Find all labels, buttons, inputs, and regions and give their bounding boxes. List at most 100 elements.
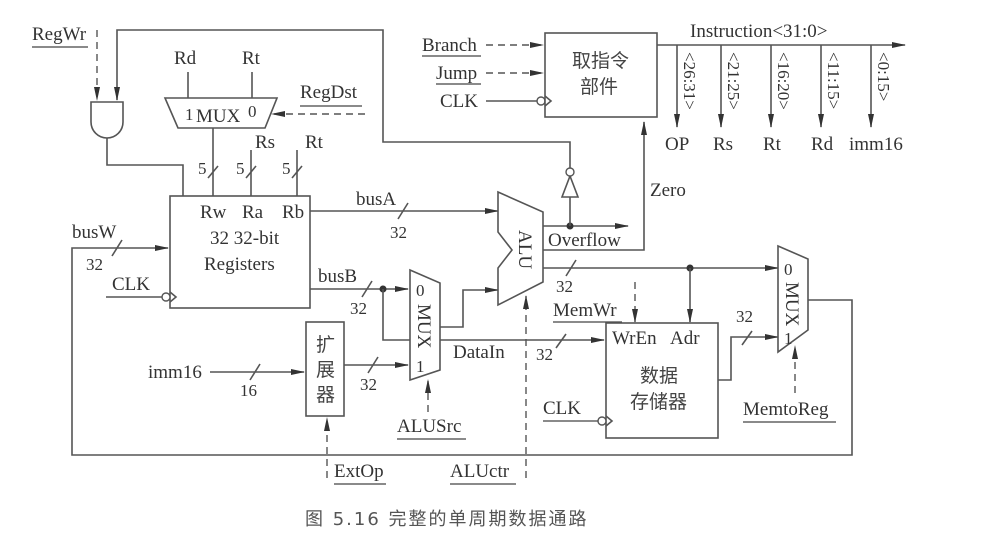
regdst-mux: Rd Rt 1 MUX 0 [163,48,279,129]
svg-text:1: 1 [185,105,194,124]
svg-text:32: 32 [360,375,377,394]
instruction-field-rd: <11:15> Rd [811,45,843,155]
field-name-label: Rt [763,134,782,155]
regwr-signal: RegWr [32,24,100,101]
svg-text:32: 32 [556,277,573,296]
alusrc-mux-output-wire [440,287,499,328]
memwr-label: MemWr [553,300,617,321]
datain-wire: 32 [536,333,567,364]
svg-text:ALU: ALU [514,230,535,269]
svg-text:5: 5 [236,159,245,178]
instruction-bus: Instruction<31:0> [657,21,906,48]
svg-text:1: 1 [784,329,793,348]
aluctr-label: ALUctr [450,461,510,482]
ra-port-label: Ra [242,202,264,223]
jump-signal: Jump [436,63,544,85]
alusrc-mux: 0 MUX 1 [409,268,441,382]
svg-text:0: 0 [416,281,425,300]
instruction-field-rt: <16:20> Rt [763,45,793,155]
busw-wire: busW 32 [71,222,853,456]
extender: 扩 展 器 [305,321,345,417]
busa-label: busA [356,189,396,210]
clk-label-memory: CLK [543,398,581,419]
field-bits-label: <21:25> [724,52,743,110]
field-bits-label: <16:20> [774,52,793,110]
wren-port-label: WrEn [612,328,657,349]
svg-text:数据: 数据 [640,365,678,387]
busb-wire: busB 32 [310,266,605,343]
svg-text:MUX: MUX [196,106,241,127]
busw-label: busW [72,222,116,243]
figure-caption: 图 5.16 完整的单周期数据通路 [305,509,589,530]
svg-text:32: 32 [736,307,753,326]
svg-text:展: 展 [316,359,335,381]
data-memory: WrEn Adr 数据 存储器 [597,322,719,439]
branch-signal: Branch [422,35,544,57]
register-file: Rw Ra Rb 32 32-bit Registers [161,195,311,309]
svg-text:Registers: Registers [204,254,275,275]
svg-text:扩: 扩 [316,334,335,356]
regwr-label: RegWr [32,24,87,45]
and-gate [90,101,124,139]
fetch-clock: CLK [440,91,546,112]
overflow-label: Overflow [548,230,621,251]
rd-label: Rd [174,48,197,69]
and-output-wire [106,138,184,196]
zero-output: Zero [543,121,686,251]
alusrc-label: ALUSrc [397,416,461,437]
extop-signal: ExtOp [324,417,386,485]
instruction-field-op: <26:31>OP [665,45,699,155]
memtoreg-label: MemtoReg [743,399,829,420]
alu-result-wire: 32 [543,259,779,323]
svg-text:部件: 部件 [580,76,618,98]
svg-text:0: 0 [248,102,257,121]
memtoreg-mux-output-wire [808,299,853,302]
alusrc-signal: ALUSrc [397,379,466,440]
field-bits-label: <11:15> [824,52,843,109]
svg-text:0: 0 [784,260,793,279]
alu: ALU [497,190,544,307]
branch-label: Branch [422,35,477,56]
regfile-clock: CLK [106,274,162,298]
memtoreg-mux: 0 MUX 1 [777,244,809,354]
rb-port-label: Rb [282,202,304,223]
extop-label: ExtOp [334,461,384,482]
svg-text:MUX: MUX [781,282,802,327]
field-bits-label: <26:31> [680,52,699,110]
adr-port-label: Adr [670,328,700,349]
aluctr-signal: ALUctr [450,295,529,485]
field-name-label: Rd [811,134,834,155]
regdst-signal: RegDst [271,82,365,117]
overflow-feedback-wire [114,29,571,168]
field-name-label: Rs [713,134,733,155]
rw-port-label: Rw [200,202,227,223]
imm16-input-label: imm16 [148,362,202,383]
memory-output-wire [718,334,779,381]
rs-in-label: Rs [255,132,275,153]
svg-text:32: 32 [350,299,367,318]
svg-text:32: 32 [536,345,553,364]
memwr-signal: MemWr [553,282,638,323]
imm16-wire: imm16 16 [148,362,305,400]
svg-text:32 32-bit: 32 32-bit [210,228,280,249]
svg-text:16: 16 [240,381,257,400]
instruction-field-imm16: <0:15>imm16 [849,45,903,155]
svg-text:存储器: 存储器 [630,391,687,413]
clk-label-regfile: CLK [112,274,150,295]
svg-text:1: 1 [416,357,425,376]
inverter [560,173,580,198]
instruction-fields: <26:31>OP <21:25> Rs <16:20> Rt <11:15> Rd <0:1… [665,45,903,155]
memtoreg-signal: MemtoReg [743,345,836,423]
instruction-fetch-unit: 取指令 部件 [544,32,658,118]
field-bits-label: <0:15> [874,52,893,101]
busa-wire: busA 32 [310,189,499,242]
svg-text:5: 5 [198,159,207,178]
busb-label: busB [318,266,357,287]
datain-label: DataIn [453,342,505,363]
overflow-output: Overflow [543,167,629,251]
svg-text:32: 32 [86,255,103,274]
rt-in-label: Rt [305,132,324,153]
svg-text:32: 32 [390,223,407,242]
zero-label: Zero [650,180,686,201]
